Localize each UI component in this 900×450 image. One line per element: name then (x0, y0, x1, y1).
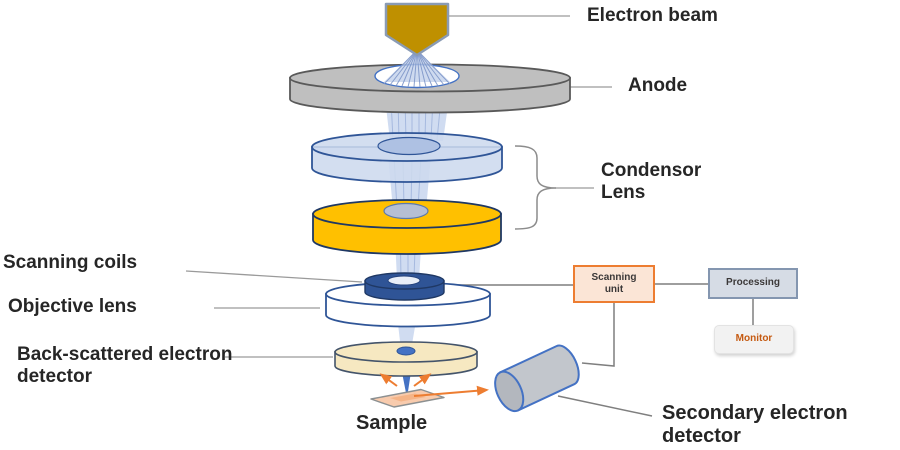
condensor-lens-brace (514, 145, 557, 230)
monitor-box: Monitor (714, 325, 794, 354)
scanning-coils-disk (364, 272, 445, 301)
label-anode: Anode (628, 75, 688, 96)
gun-emission-rays (383, 49, 451, 88)
label-secondary-detector: Secondary electron detector (662, 402, 848, 448)
line-scanning-unit-to-detector (581, 303, 615, 367)
connector-lines (185, 15, 754, 417)
backscatter-aperture (396, 346, 416, 356)
electron-gun (384, 2, 450, 57)
condenser-lens-lower (312, 199, 502, 255)
label-electron-beam: Electron beam (587, 5, 718, 26)
condenser-upper-aperture (377, 136, 441, 156)
condenser-lens-upper (311, 132, 503, 183)
gun-emission-cone (384, 50, 450, 82)
label-backscattered-detector: Back-scattered electron detector (17, 344, 233, 388)
processing-box: Processing (708, 268, 798, 299)
anode-disk (289, 63, 571, 114)
backscatter-arrow-left (379, 373, 398, 387)
line-detector-to-label (557, 395, 653, 417)
secondary-detector-face (494, 370, 525, 413)
condenser-lower-aperture (383, 202, 429, 220)
scanning-unit-box: Scanning unit (573, 265, 655, 303)
emission-arrows (379, 373, 489, 397)
secondary-detector-cylinder (494, 344, 580, 413)
electron-gun-group (383, 2, 451, 88)
label-objective-lens: Objective lens (8, 296, 137, 317)
label-sample: Sample (356, 412, 428, 434)
label-condensor-lens: Condensor Lens (601, 160, 702, 204)
backscatter-arrow-right (413, 373, 432, 387)
backscatter-detector-disk (334, 341, 478, 377)
sample-group (370, 388, 445, 408)
label-scanning-coils: Scanning coils (3, 252, 138, 273)
scanning-coils-aperture (387, 275, 421, 286)
leader-scanning-coils (185, 270, 363, 283)
secondary-emission-arrow (413, 385, 489, 397)
